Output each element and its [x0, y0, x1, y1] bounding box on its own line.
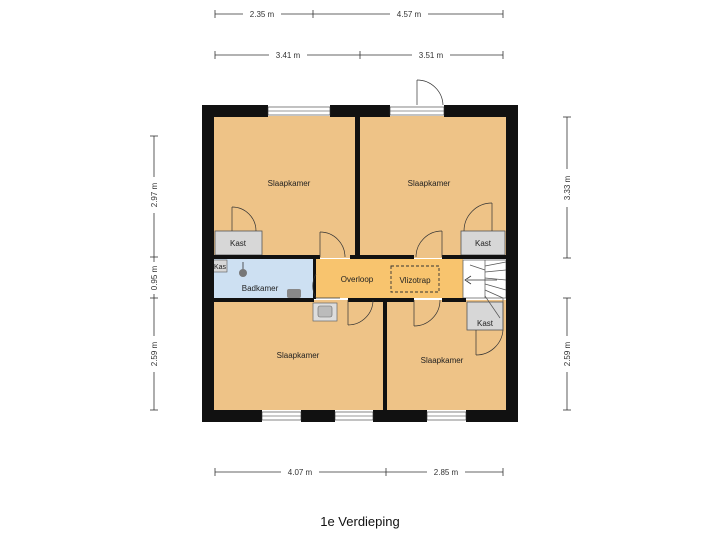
label-kast-right: Kast	[475, 239, 492, 248]
dim-label: 3.33 m	[563, 175, 572, 200]
dim-label: 4.57 m	[397, 10, 422, 19]
dim-top-row2	[214, 51, 504, 59]
dim-label: 2.59 m	[150, 341, 159, 366]
label-kast-small: Kas	[214, 264, 227, 271]
dim-label: 4.07 m	[288, 468, 313, 477]
dim-label: 2.59 m	[563, 341, 572, 366]
label-kast-left: Kast	[230, 239, 247, 248]
dim-label: 3.41 m	[276, 51, 301, 60]
label-slaapkamer-bl: Slaapkamer	[277, 351, 320, 360]
staircase	[462, 259, 507, 330]
label-slaapkamer-br: Slaapkamer	[421, 356, 464, 365]
label-overloop: Overloop	[341, 275, 374, 284]
dim-label: 2.35 m	[250, 10, 275, 19]
label-slaapkamer-tr: Slaapkamer	[408, 179, 451, 188]
windows	[261, 106, 467, 421]
page-title: 1e Verdieping	[320, 514, 400, 529]
dim-label: 2.85 m	[434, 468, 459, 477]
bathroom-fixtures	[239, 262, 338, 322]
balcony-door	[416, 79, 444, 106]
label-slaapkamer-tl: Slaapkamer	[268, 179, 311, 188]
interior-doors	[231, 202, 504, 356]
closet-left	[214, 230, 263, 256]
walls	[202, 105, 518, 422]
label-vlizotrap: Vlizotrap	[399, 276, 431, 285]
dim-label: 3.51 m	[419, 51, 444, 60]
stair-arrow-icon	[464, 275, 497, 285]
closet-stair	[466, 301, 504, 331]
label-kast-stair: Kast	[477, 319, 494, 328]
room-overloop	[315, 259, 463, 298]
vlizotrap-hatch	[390, 265, 440, 293]
label-badkamer: Badkamer	[242, 284, 279, 293]
room-slaapkamer-bl	[213, 300, 383, 410]
dim-label: 2.97 m	[150, 182, 159, 207]
dim-label: 0.95 m	[150, 265, 159, 290]
